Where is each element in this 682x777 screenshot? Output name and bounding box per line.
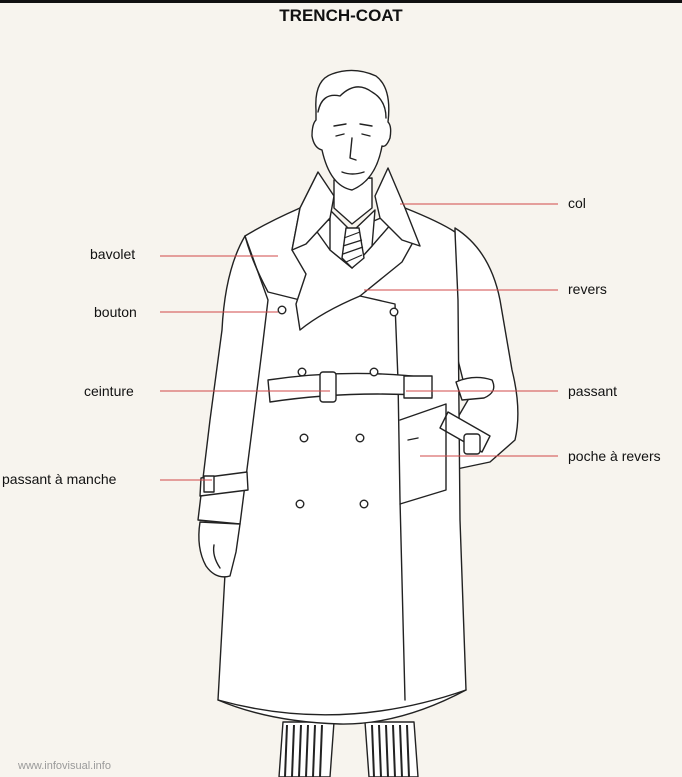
label-passant: passant (568, 383, 617, 399)
label-poche-a-revers: poche à revers (568, 448, 661, 464)
label-passant-a-manche: passant à manche (2, 471, 116, 487)
right-hand (456, 377, 494, 400)
sleeve-buckle (204, 476, 214, 492)
trousers (279, 722, 418, 777)
label-bouton: bouton (94, 304, 137, 320)
belt-loop (404, 376, 432, 398)
label-revers: revers (568, 281, 607, 297)
source-credit: www.infovisual.info (18, 760, 111, 772)
belt-buckle (320, 372, 336, 402)
label-ceinture: ceinture (84, 383, 134, 399)
right-cuff-buckle (464, 434, 480, 454)
label-bavolet: bavolet (90, 246, 135, 262)
label-col: col (568, 195, 586, 211)
